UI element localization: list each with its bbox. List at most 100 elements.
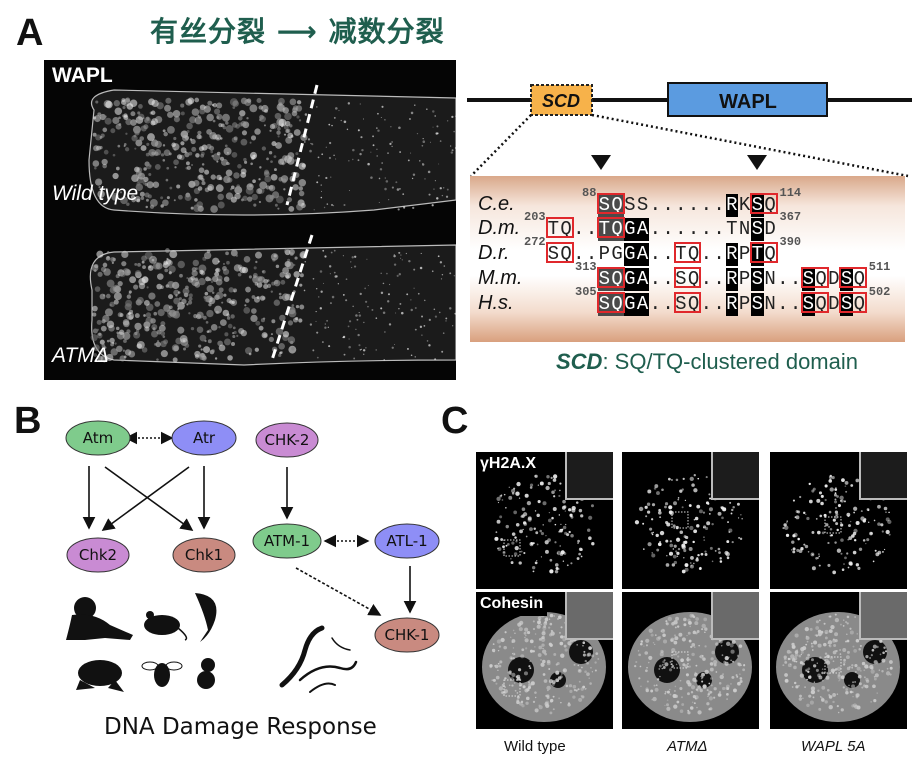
residue: D	[828, 268, 840, 290]
nucleus-dot	[221, 301, 224, 304]
nucleus-dot	[266, 279, 270, 282]
nucleus-dot	[315, 310, 317, 313]
nucleus-dot	[133, 331, 141, 339]
nucleus-dot	[429, 141, 431, 143]
nucleus-dot	[449, 272, 452, 275]
nucleus-dot	[230, 249, 238, 257]
zoom-line-left	[470, 114, 532, 177]
nucleus-dot	[116, 345, 123, 353]
nucleus-dot	[292, 105, 299, 111]
residue: S	[624, 194, 636, 216]
scd-caption: SCD: SQ/TQ-clustered domain	[556, 349, 858, 375]
nucleus-dot	[96, 328, 100, 331]
nucleus-dot	[215, 291, 224, 300]
nucleus-dot	[123, 145, 126, 148]
nucleus-dot	[262, 270, 266, 274]
nucleus-dot	[406, 293, 409, 296]
nucleus-dot	[194, 198, 198, 202]
residue: Q	[610, 194, 624, 217]
nucleus-dot	[187, 97, 195, 105]
nucleus-dot	[359, 348, 362, 351]
nucleus-dot	[92, 312, 97, 317]
residue: .	[662, 243, 674, 265]
nucleus-dot	[324, 326, 327, 329]
nucleus-dot	[270, 160, 273, 164]
nucleus-dot	[214, 271, 220, 277]
nucleus-dot	[380, 272, 382, 275]
nucleus-dot	[177, 301, 185, 310]
nucleus-dot	[148, 98, 155, 106]
transition-dashed-line-top	[285, 84, 319, 206]
nucleus-dot	[409, 152, 412, 154]
nucleus-dot	[248, 352, 252, 356]
nucleus-dot	[390, 126, 392, 128]
nucleus-dot	[104, 308, 113, 317]
nucleus-dot	[103, 268, 111, 276]
nucleus-dot	[212, 102, 218, 108]
atm-mutant-label: ATMΔ	[52, 344, 109, 367]
start-residue-number: 305	[575, 285, 597, 299]
nucleus-dot	[275, 195, 284, 204]
nucleus-dot	[240, 329, 247, 337]
nucleus-dot	[266, 157, 269, 161]
nucleus-dot	[223, 276, 230, 282]
nucleus-dot	[278, 292, 282, 296]
nucleus-dot	[331, 124, 333, 127]
nucleus-dot	[343, 353, 346, 356]
nucleus-dot	[208, 297, 216, 305]
cohesin-image-wild-type: Cohesin	[476, 592, 613, 729]
nucleus-dot	[162, 199, 169, 207]
residue: S	[751, 218, 764, 241]
residue: S	[751, 194, 764, 217]
nucleus-dot	[393, 254, 395, 256]
nucleus-dot	[198, 146, 205, 152]
nucleus-dot	[134, 322, 142, 331]
node-label: CHK-1	[385, 626, 430, 644]
nucleus-dot	[423, 324, 426, 327]
nucleus-dot	[142, 265, 146, 270]
frog-icon	[76, 660, 124, 692]
nucleus-dot	[318, 174, 320, 177]
nucleus-dot	[98, 332, 102, 336]
residue: R	[725, 293, 739, 316]
nucleus-dot	[236, 334, 239, 337]
nucleus-dot	[454, 312, 456, 315]
residue: Q	[853, 268, 866, 290]
nucleus-dot	[449, 307, 452, 310]
nucleus-dot	[121, 250, 129, 259]
nucleus-dot	[280, 279, 286, 285]
nucleus-dot	[97, 190, 105, 198]
nucleus-dot	[107, 250, 110, 254]
nucleus-dot	[382, 282, 385, 285]
nucleus-dot	[225, 121, 229, 125]
nucleus-dot	[270, 290, 273, 293]
nucleus-dot	[231, 151, 238, 158]
nucleus-dot	[258, 178, 261, 181]
nucleus-dot	[296, 115, 300, 119]
nucleus-dot	[271, 319, 276, 324]
nucleus-dot	[196, 311, 204, 319]
residue: Q	[687, 293, 700, 315]
nucleus-dot	[413, 268, 416, 271]
nucleus-dot	[400, 257, 402, 259]
nucleus-dot	[228, 287, 234, 293]
scd-caption-text: : SQ/TQ-clustered domain	[602, 349, 858, 374]
nucleus-dot	[222, 125, 227, 130]
nucleus-dot	[284, 293, 292, 301]
nucleus-dot	[375, 127, 378, 129]
nucleus-dot	[319, 307, 323, 310]
nucleus-dot	[163, 260, 168, 266]
nucleus-dot	[304, 141, 306, 143]
nucleus-dot	[301, 163, 306, 168]
zoom-inset	[859, 592, 907, 640]
end-residue-number: 511	[868, 260, 891, 274]
nucleus-dot	[278, 343, 285, 350]
nucleus-dot	[113, 299, 119, 305]
nucleus-dot	[214, 305, 223, 314]
nucleus-dot	[130, 111, 136, 117]
residue: S	[751, 293, 764, 316]
nucleus-dot	[348, 345, 351, 349]
nucleus-dot	[167, 126, 175, 134]
nucleus-dot	[278, 158, 285, 165]
nucleus-dot	[197, 186, 203, 191]
